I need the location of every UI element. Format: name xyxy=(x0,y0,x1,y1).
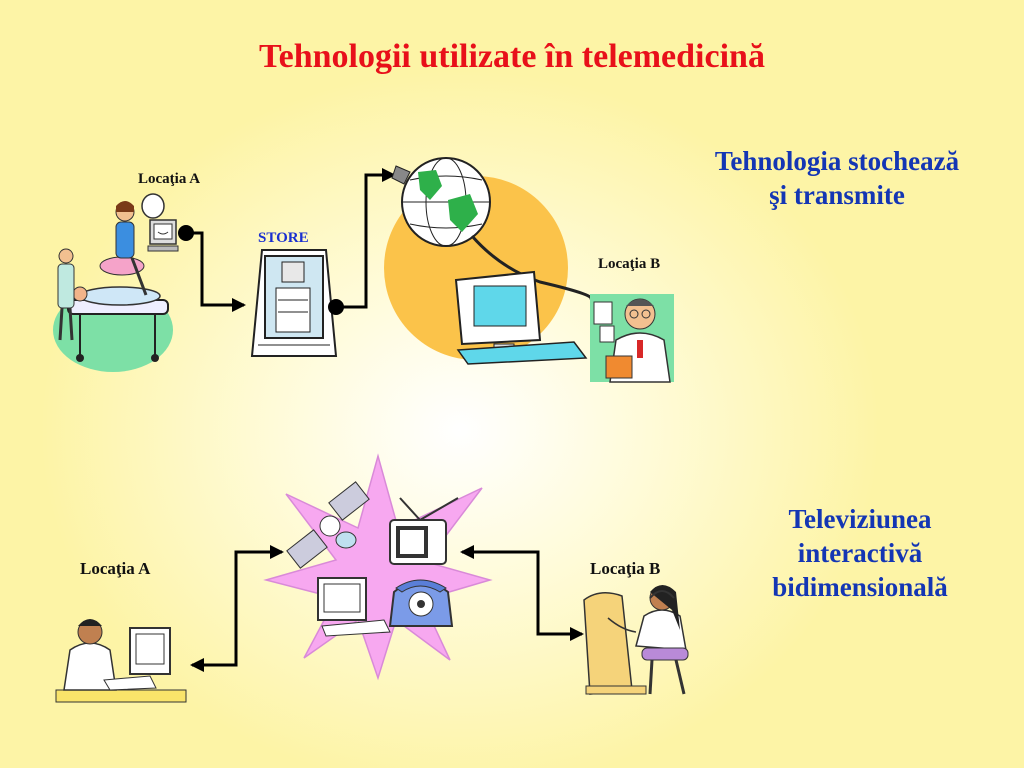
store-floppy-icon xyxy=(250,249,338,357)
headset-icon xyxy=(649,590,675,599)
interactive-hub-clipart xyxy=(263,453,493,681)
television-icon xyxy=(389,497,459,565)
interactive-tv-heading-line3: bidimensională xyxy=(772,572,948,602)
interactive-tv-heading-line1: Televiziunea xyxy=(788,504,932,534)
operator-headset-clipart xyxy=(583,585,689,695)
interactive-tv-heading: Televiziunea interactivă bidimensională xyxy=(720,502,1000,604)
slide-title: Tehnologii utilizate în telemedicină xyxy=(259,38,765,75)
store-forward-heading: Tehnologia stochează şi transmite xyxy=(672,144,1002,212)
top-location-a-label: Locaţia A xyxy=(138,171,201,187)
telephone-icon xyxy=(388,579,454,627)
store-connectors xyxy=(178,168,396,315)
person-at-computer-clipart xyxy=(55,619,187,703)
patient-doctor-clipart xyxy=(53,193,179,372)
bottom-location-b-label: Locaţia B xyxy=(590,559,661,578)
network-computer-clipart xyxy=(384,157,593,365)
computer-icon xyxy=(317,577,391,637)
store-forward-heading-line1: Tehnologia stochează xyxy=(714,146,960,176)
store-forward-heading-line2: şi transmite xyxy=(769,180,905,210)
store-label: STORE xyxy=(258,230,309,246)
interactive-connectors xyxy=(190,545,584,672)
doctor-clipart xyxy=(590,294,674,383)
top-location-b-label: Locaţia B xyxy=(598,256,661,272)
satellite-icon xyxy=(286,481,370,569)
interactive-tv-heading-line2: interactivă xyxy=(797,538,923,568)
bottom-location-a-label: Locaţia A xyxy=(80,559,151,578)
